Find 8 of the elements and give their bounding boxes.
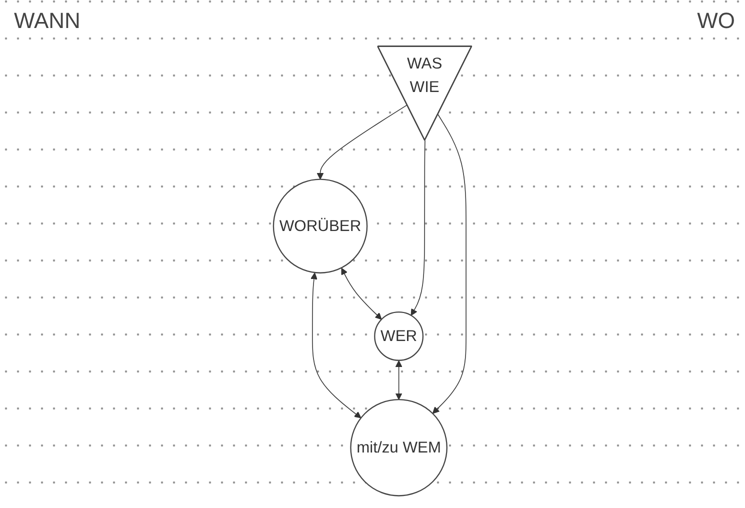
node-circle: WER xyxy=(374,311,424,361)
arrow xyxy=(395,360,402,400)
node-circle: mit/zu WEM xyxy=(350,398,448,496)
arrow xyxy=(310,272,362,418)
node-circle: WORÜBER xyxy=(272,178,368,274)
arrow xyxy=(316,104,408,180)
arrow xyxy=(410,140,426,316)
arrow xyxy=(341,268,382,320)
